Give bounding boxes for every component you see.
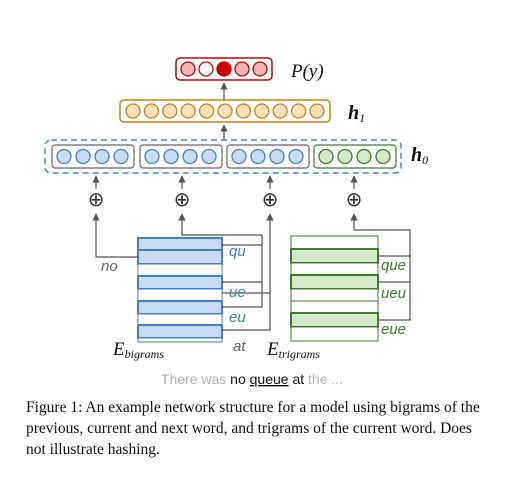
h1-unit [125, 103, 141, 119]
h1-unit [254, 103, 270, 119]
bigram-matrix-label: Ebigrams [112, 339, 164, 361]
h1-unit [272, 103, 288, 119]
output-unit [234, 61, 250, 77]
hidden-layer-h1 [119, 99, 331, 123]
h0-unit [201, 148, 217, 165]
h0-unit [269, 148, 285, 165]
h0-unit [337, 148, 353, 165]
bigram-tag-no: no [101, 258, 118, 275]
bigram-tag-qu: qu [229, 243, 246, 260]
output-unit [252, 61, 268, 77]
trigram-tag-ueu: ueu [381, 285, 407, 302]
h0-unit [288, 148, 304, 165]
bigram-embedding-row [137, 313, 223, 326]
bigram-embedding-row [137, 324, 223, 339]
output-unit [180, 61, 196, 77]
connector-lines [92, 213, 411, 331]
h1-unit [235, 103, 252, 119]
sum-node: ⊕ [88, 189, 105, 211]
h0-unit [356, 148, 372, 165]
trigram-tag-eue: eue [381, 321, 406, 338]
trigram-embedding-row [290, 288, 379, 302]
output-label: P(y) [290, 61, 324, 82]
output-unit [216, 61, 232, 77]
output-unit [198, 61, 214, 77]
h1-unit [198, 103, 215, 119]
example-sentence: There was no queue at the ... [161, 371, 343, 387]
bigram-embedding-row [137, 237, 223, 251]
bigram-embedding-row [137, 337, 223, 343]
h0-unit [250, 148, 266, 165]
trigram-embedding-row [290, 262, 379, 276]
trigram-embedding-row [290, 235, 379, 250]
h0-unit [75, 148, 91, 165]
bigram-embedding-row [137, 288, 223, 302]
h1-unit [162, 103, 178, 119]
h0-unit [318, 148, 334, 165]
bigram-embedding-row [137, 263, 223, 277]
sum-node: ⊕ [262, 189, 279, 211]
bigram-embedding-row [137, 249, 223, 265]
h1-label: h1 [348, 102, 365, 125]
h1-unit [180, 103, 196, 119]
h0-unit [231, 148, 247, 165]
bigram-embedding-row [137, 275, 223, 290]
trigram-embedding-row [290, 326, 379, 342]
sum-node: ⊕ [346, 189, 363, 211]
h0-group-box [226, 144, 310, 169]
bigram-embedding-table [137, 237, 223, 343]
sum-node: ⊕ [174, 189, 191, 211]
h0-unit [375, 148, 391, 165]
h0-unit [163, 148, 179, 165]
figure-caption: Figure 1: An example network structure f… [26, 399, 480, 458]
trigram-matrix-label: Etrigrams [266, 339, 320, 361]
h0-group-box [139, 144, 223, 169]
trigram-embedding-row [290, 248, 379, 264]
h0-dashed-border [44, 139, 402, 174]
trigram-embedding-row [290, 300, 379, 314]
bigram-tag-ue: ue [229, 284, 246, 301]
h0-unit [113, 148, 129, 165]
network-diagram: P(y) h1 h0 ⊕ ⊕ ⊕ ⊕ qu ue [44, 57, 428, 387]
h0-unit [182, 148, 198, 165]
h0-unit [56, 148, 72, 165]
trigram-tag-que: que [381, 257, 406, 274]
h1-unit [309, 103, 325, 119]
h1-unit [143, 103, 160, 119]
h0-unit [94, 148, 110, 165]
h0-group-box [313, 144, 397, 169]
output-layer [175, 57, 273, 81]
sum-nodes: ⊕ ⊕ ⊕ ⊕ [88, 175, 363, 211]
bigram-tag-at: at [233, 338, 246, 355]
h0-label: h0 [411, 144, 428, 167]
trigram-embedding-row [290, 274, 379, 290]
trigram-embedding-table [290, 235, 379, 342]
h0-unit [144, 148, 160, 165]
bigram-embedding-row [137, 300, 223, 315]
bigram-tag-eu: eu [229, 309, 246, 326]
trigram-embedding-row [290, 312, 379, 328]
h0-group-box [51, 144, 135, 169]
hidden-layer-h0 [44, 139, 402, 174]
h1-unit [290, 103, 307, 119]
h1-unit [217, 103, 233, 119]
